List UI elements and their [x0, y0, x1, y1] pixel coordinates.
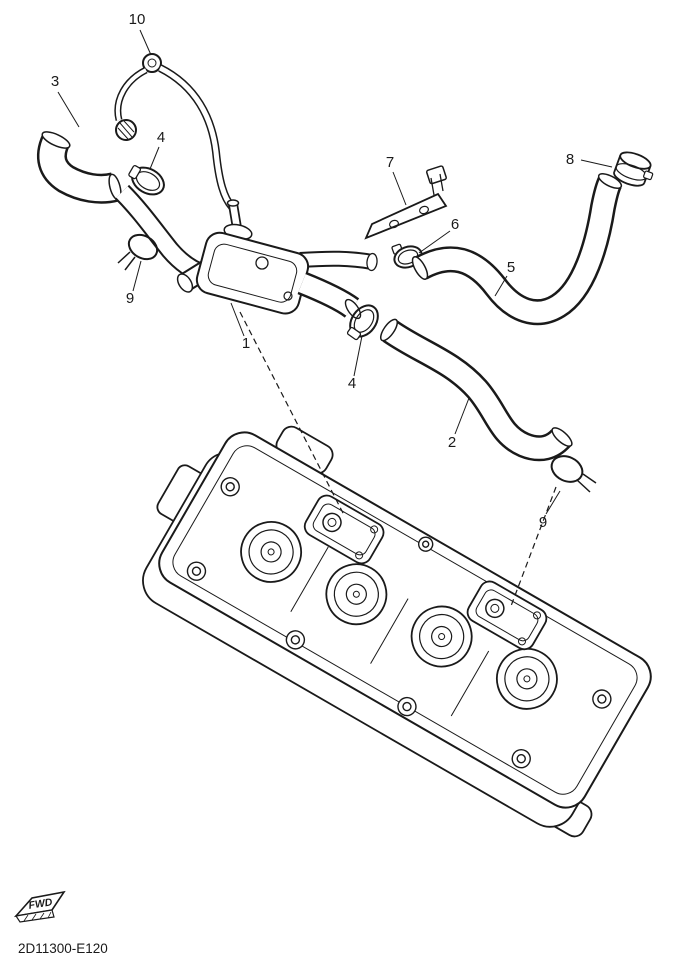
vacuum-hose — [158, 64, 236, 210]
hose-3 — [36, 131, 122, 204]
callout-7: 7 — [386, 154, 394, 171]
cover-top-inset — [172, 445, 638, 795]
hose-5 — [411, 173, 623, 326]
callout-4-left: 4 — [157, 129, 165, 146]
callout-3: 3 — [51, 73, 59, 90]
callout-1: 1 — [242, 335, 250, 352]
callout-2: 2 — [448, 434, 456, 451]
air-induction-boss-2 — [466, 580, 548, 651]
plug-port-3 — [410, 605, 473, 668]
cap-8 — [613, 151, 654, 187]
callout-9-left: 9 — [126, 290, 134, 307]
cover-bolt-bosses — [186, 477, 612, 769]
clamp-4-right — [346, 304, 379, 341]
callout-8: 8 — [566, 151, 574, 168]
diagram-code: 2D11300-E120 — [18, 941, 108, 956]
callout-leader-lines — [57, 29, 613, 515]
callout-10: 10 — [129, 11, 146, 28]
clamp-4-left — [128, 165, 165, 196]
clamp-9-left — [117, 233, 159, 271]
hose-holder-10 — [114, 53, 162, 141]
plug-port-4 — [496, 647, 558, 710]
clamp-9-right — [550, 455, 597, 493]
bracket-7 — [364, 165, 448, 240]
air-induction-boss-1 — [303, 494, 385, 565]
assembly-dashed-leaders — [239, 311, 557, 607]
fwd-marker: FWD — [13, 890, 66, 923]
callout-9-right: 9 — [539, 514, 547, 531]
plug-port-1 — [240, 521, 302, 583]
fwd-label: FWD — [28, 896, 54, 912]
plug-port-2 — [325, 563, 388, 626]
air-cut-off-valve — [176, 199, 378, 320]
callout-6: 6 — [451, 216, 459, 233]
hose-2 — [379, 318, 573, 462]
callout-4-right: 4 — [348, 375, 356, 392]
cylinder-head-cover — [142, 425, 652, 838]
valve-inlet-tube — [114, 184, 208, 284]
callout-5: 5 — [507, 259, 515, 276]
